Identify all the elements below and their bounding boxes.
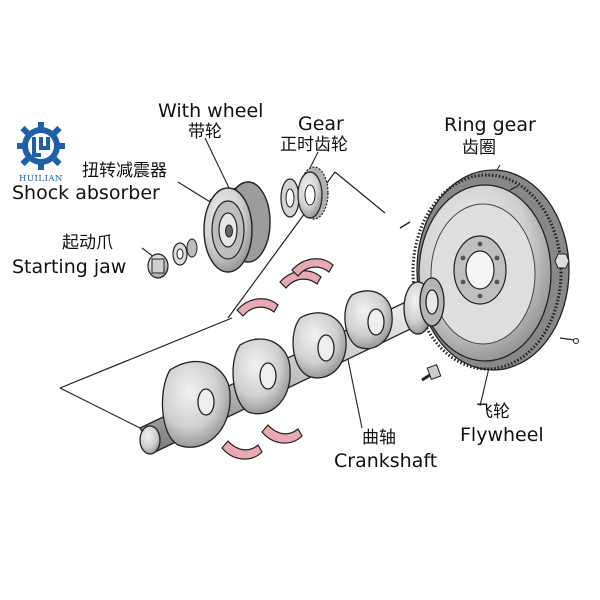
label-starting-jaw-zh: 起动爪	[62, 233, 113, 253]
timing-gear-part	[280, 166, 329, 220]
pulley-shock-absorber-part	[203, 181, 271, 273]
label-crankshaft-zh: 曲轴	[362, 428, 396, 448]
label-shock-absorber-zh: 扭转减震器	[82, 161, 167, 181]
bearing-shells	[221, 258, 334, 460]
label-shock-absorber: Shock absorber	[12, 182, 160, 204]
label-ring-gear-zh: 齿圈	[462, 138, 496, 158]
logo-wordmark: HUILIAN	[18, 174, 63, 184]
flywheel-bolt	[421, 364, 442, 382]
dowel-pin	[399, 221, 411, 229]
label-with-wheel-zh: 带轮	[188, 122, 222, 142]
label-flywheel: Flywheel	[460, 424, 544, 446]
starting-jaw-part	[147, 238, 198, 279]
label-gear: Gear	[298, 113, 344, 135]
label-gear-zh: 正时齿轮	[280, 135, 348, 155]
label-ring-gear: Ring gear	[444, 114, 536, 136]
flywheel-part	[411, 169, 579, 371]
label-crankshaft: Crankshaft	[334, 450, 438, 472]
crankshaft-part	[139, 277, 445, 455]
label-starting-jaw: Starting jaw	[12, 256, 127, 278]
label-flywheel-zh: 飞轮	[476, 402, 510, 422]
label-with-wheel: With wheel	[158, 100, 264, 122]
gear-logo-icon	[17, 122, 65, 170]
huilian-logo: HUILIAN	[10, 118, 72, 198]
